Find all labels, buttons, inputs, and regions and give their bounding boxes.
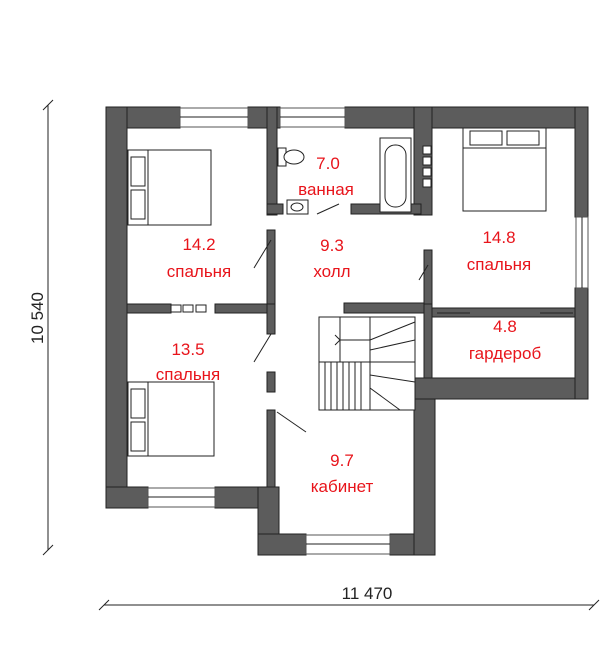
height-dimension-label: 10 540	[28, 292, 47, 344]
room-name: гардероб	[469, 344, 542, 363]
room-area: 9.7	[330, 451, 354, 470]
staircase	[318, 316, 416, 411]
room-area: 13.5	[171, 340, 204, 359]
heater-icons	[170, 145, 432, 313]
bed-sw	[127, 381, 215, 457]
room-name: кабинет	[311, 477, 374, 496]
width-dimension-label: 11 470	[342, 584, 393, 603]
room-wardrobe: 4.8 гардероб	[469, 317, 542, 363]
dimension-lines	[42, 99, 600, 611]
room-bedroom-nw: 14.2 спальня	[167, 235, 232, 281]
room-bedroom-sw: 13.5 спальня	[156, 340, 221, 384]
doors	[253, 203, 573, 433]
room-area: 7.0	[316, 154, 340, 173]
room-office: 9.7 кабинет	[311, 451, 374, 496]
room-area: 14.2	[182, 235, 215, 254]
room-bathroom: 7.0 ванная	[298, 154, 354, 199]
room-name: спальня	[467, 255, 532, 274]
room-name: холл	[313, 262, 350, 281]
room-name: спальня	[167, 262, 232, 281]
room-name: спальня	[156, 365, 221, 384]
room-area: 9.3	[320, 236, 344, 255]
toilet	[277, 147, 305, 167]
bed-nw	[127, 149, 212, 226]
sink	[286, 199, 309, 215]
room-area: 14.8	[482, 228, 515, 247]
room-name: ванная	[298, 180, 354, 199]
room-bedroom-ne: 14.8 спальня	[467, 228, 532, 274]
bed-ne	[462, 127, 547, 212]
room-hall: 9.3 холл	[313, 236, 350, 281]
windows	[147, 107, 589, 555]
bathtub	[379, 137, 412, 213]
room-area: 4.8	[493, 317, 517, 336]
